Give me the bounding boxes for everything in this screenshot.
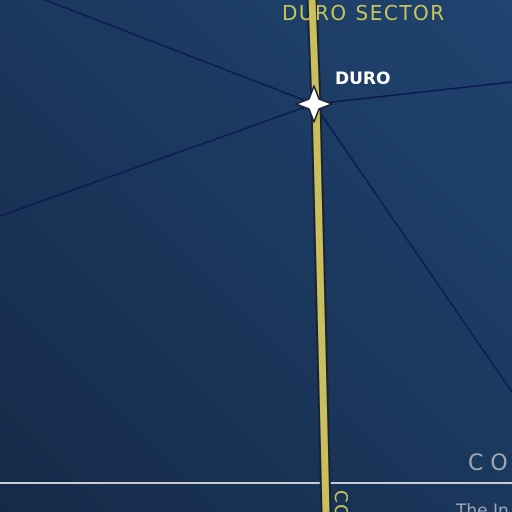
planet-duro-marker[interactable]	[295, 85, 333, 123]
region-sublabel: The In	[455, 501, 509, 512]
minor-lanes	[0, 0, 512, 395]
four-point-star-icon	[295, 85, 333, 123]
route-label: CO	[330, 490, 351, 512]
minor-lane[interactable]	[313, 81, 512, 105]
region-label: CO	[468, 451, 512, 476]
minor-lane[interactable]	[313, 103, 512, 395]
minor-lane[interactable]	[0, 103, 315, 217]
planet-label[interactable]: DURO	[335, 69, 390, 89]
minor-lane[interactable]	[40, 0, 315, 105]
sector-label: DURO SECTOR	[282, 1, 446, 25]
